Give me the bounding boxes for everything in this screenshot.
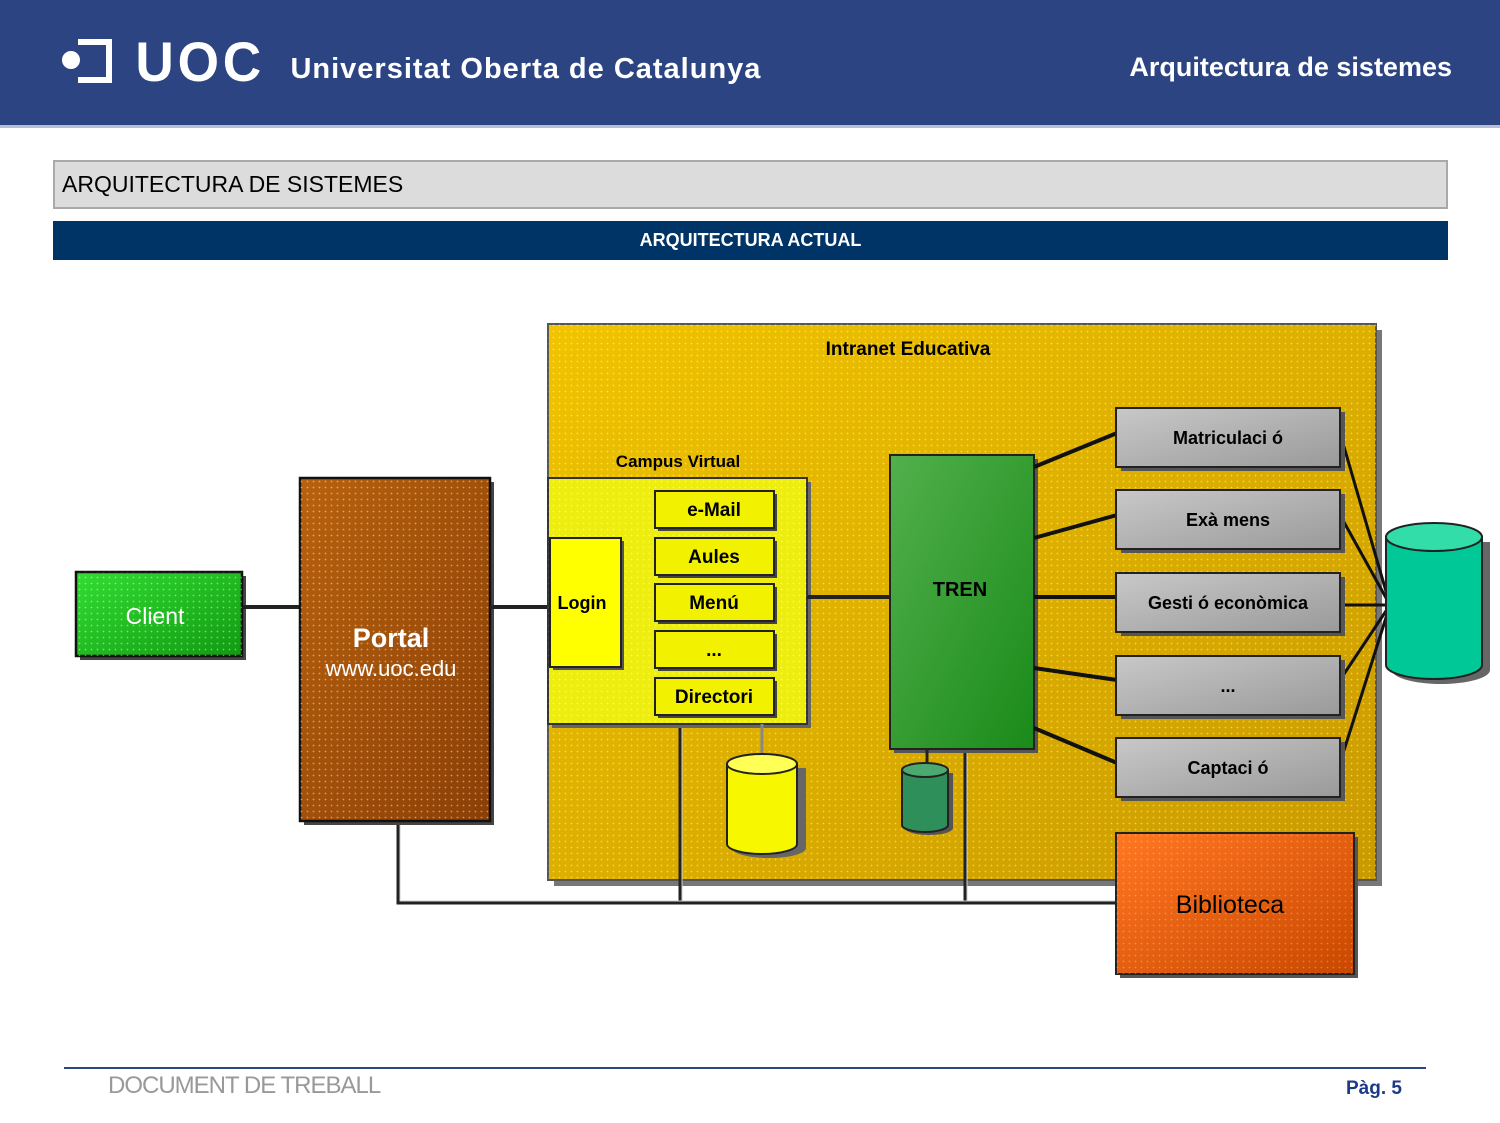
campus-virtual-label: Campus Virtual — [616, 452, 740, 471]
campus-item-label: Aules — [688, 547, 740, 568]
tren-module-label: ... — [1220, 676, 1235, 696]
uoc-logo-icon — [62, 37, 116, 87]
bottom-connector — [396, 724, 1116, 905]
client-label: Client — [126, 603, 185, 629]
portal-url: www.uoc.edu — [325, 656, 457, 681]
main-database-icon — [1385, 522, 1490, 684]
login-box: Login — [549, 537, 624, 670]
header-title: Arquitectura de sistemes — [1129, 52, 1452, 82]
tren-module-links — [1033, 431, 1118, 765]
tren-module: Gesti ó econòmica — [1115, 572, 1345, 636]
university-name: Universitat Oberta de Catalunya — [290, 52, 762, 85]
campus-item-label: ... — [706, 640, 722, 661]
campus-item-label: e-Mail — [687, 500, 741, 521]
tren-module-label: Exà mens — [1186, 510, 1270, 530]
tren-module: Captaci ó — [1115, 737, 1345, 801]
bottom-connector-highlight — [399, 724, 1116, 902]
module-db-links — [1338, 432, 1392, 764]
tren-module-label: Matriculaci ó — [1173, 428, 1283, 448]
uoc-logo: UOC Universitat Oberta de Catalunya — [62, 32, 761, 92]
portal-label: Portal — [353, 623, 430, 653]
tren-database-icon — [901, 762, 953, 835]
biblioteca-box: Biblioteca — [1115, 832, 1358, 978]
logo-text: UOC — [135, 30, 266, 93]
campus-database-icon — [726, 753, 806, 858]
subsection-title: ARQUITECTURA ACTUAL — [53, 221, 1448, 260]
tren-module-label: Gesti ó econòmica — [1148, 593, 1309, 613]
tren-module-label: Captaci ó — [1187, 758, 1268, 778]
campus-item-label: Menú — [689, 593, 739, 614]
section-title: ARQUITECTURA DE SISTEMES — [53, 160, 1448, 209]
tren-module: Exà mens — [1115, 489, 1345, 553]
footer-document-label: DOCUMENT DE TREBALL — [108, 1072, 381, 1099]
campus-item: Aules — [654, 537, 777, 578]
client-box: Client — [74, 570, 246, 660]
tren-box: TREN — [889, 454, 1038, 753]
campus-item-label: Directori — [675, 687, 753, 708]
tren-label: TREN — [933, 579, 987, 601]
footer-divider — [64, 1067, 1426, 1069]
header-banner: UOC Universitat Oberta de Catalunya Arqu… — [0, 0, 1500, 128]
page-number: Pàg. 5 — [1346, 1078, 1402, 1099]
campus-item: e-Mail — [654, 490, 777, 531]
tren-module: ... — [1115, 655, 1345, 719]
campus-item: Directori — [654, 677, 777, 718]
campus-item: ... — [654, 630, 777, 671]
biblioteca-label: Biblioteca — [1176, 891, 1284, 919]
tren-module: Matriculaci ó — [1115, 407, 1345, 471]
campus-item: Menú — [654, 583, 777, 624]
intranet-label: Intranet Educativa — [826, 339, 991, 360]
login-label: Login — [558, 593, 607, 613]
portal-box: Portal www.uoc.edu — [298, 476, 494, 825]
